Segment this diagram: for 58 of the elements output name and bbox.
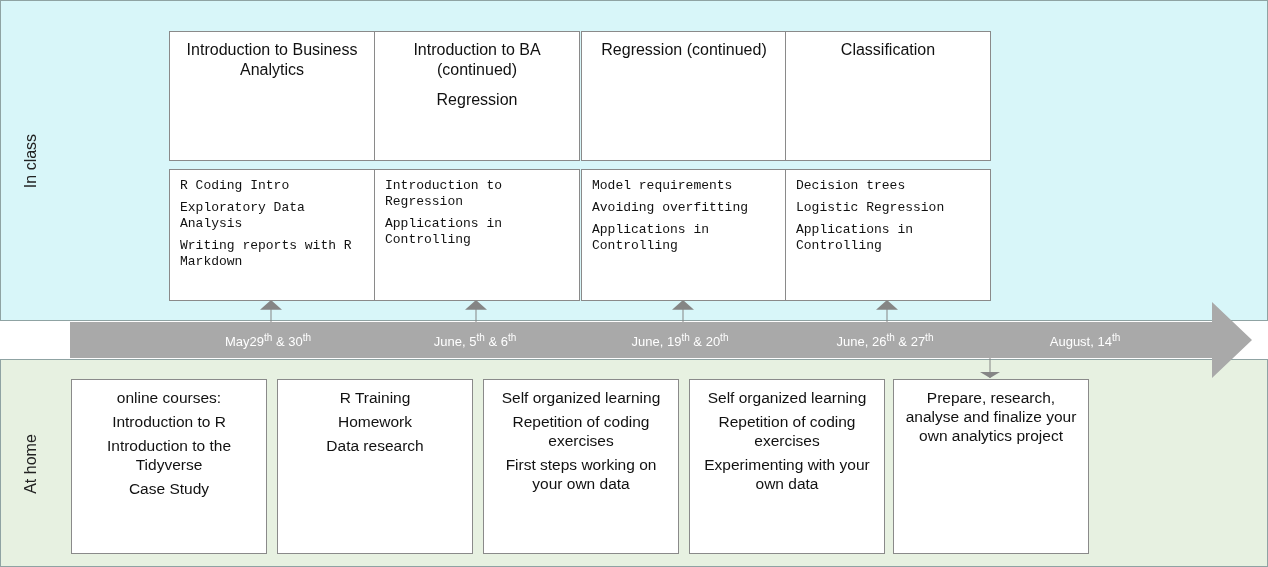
task-item: Prepare, research, analyse and finalize your own analytics project	[904, 388, 1078, 445]
session-title: Regression	[435, 90, 519, 110]
home-task-box	[689, 379, 885, 554]
date-label: August, 14$^{th}$	[1049, 332, 1121, 350]
home-task-box	[71, 379, 267, 554]
section-band	[0, 359, 1268, 567]
date-label: June, 26$^{th}$ & 27$^{th}$	[836, 332, 934, 350]
task-item: Data research	[325, 436, 425, 455]
section-band	[0, 0, 1268, 321]
task-item: Repetition of coding exercises	[511, 412, 651, 450]
task-item: Homework	[336, 412, 414, 431]
pointer-arrow	[672, 299, 694, 323]
home-task-box	[893, 379, 1089, 554]
topic-list-box	[374, 169, 580, 301]
pointer-arrow	[465, 299, 487, 323]
task-item: R Training	[338, 388, 412, 407]
date-label: May29$^{th}$ & 30$^{th}$	[224, 332, 312, 350]
session-title: Classification	[839, 40, 937, 60]
session-title-box	[169, 31, 375, 161]
topic-item: Writing reports with R Markdown	[180, 238, 353, 270]
topic-item: Logistic Regression	[796, 200, 946, 216]
topic-item: R Coding Intro	[180, 178, 291, 194]
topic-item: Applications in Controlling	[592, 222, 711, 254]
topic-item: Avoiding overfitting	[592, 200, 750, 216]
topic-item: Introduction to Regression	[385, 178, 504, 210]
task-item: Introduction to the Tidyverse	[105, 436, 233, 474]
timeline-arrow	[70, 302, 1252, 378]
task-item: online courses:	[115, 388, 223, 407]
topic-list-box	[581, 169, 787, 301]
band-label: At home	[21, 434, 40, 494]
task-item: Case Study	[127, 479, 211, 498]
home-task-box	[277, 379, 473, 554]
topic-list-box	[785, 169, 991, 301]
pointer-arrow	[980, 357, 1000, 379]
topic-list-box	[169, 169, 375, 301]
task-item: Introduction to R	[111, 412, 227, 431]
topic-item: Decision trees	[796, 178, 907, 194]
pointer-arrow	[876, 299, 898, 323]
session-title-box	[581, 31, 787, 161]
topic-item: Applications in Controlling	[385, 216, 504, 248]
pointer-arrow	[260, 299, 282, 323]
task-item: Experimenting with your own data	[703, 455, 871, 493]
topic-item: Exploratory Data Analysis	[180, 200, 306, 232]
task-item: Self organized learning	[500, 388, 662, 407]
home-task-box	[483, 379, 679, 554]
topic-item: Applications in Controlling	[796, 222, 915, 254]
session-title: Regression (continued)	[600, 40, 768, 60]
session-title: Introduction to BA (continued)	[412, 40, 542, 80]
date-label: June, 19$^{th}$ & 20$^{th}$	[631, 332, 729, 350]
task-item: Self organized learning	[706, 388, 868, 407]
band-label: In class	[22, 133, 41, 189]
session-title-box	[785, 31, 991, 161]
session-title-box	[374, 31, 580, 161]
topic-item: Model requirements	[592, 178, 734, 194]
task-item: Repetition of coding exercises	[717, 412, 857, 450]
session-title: Introduction to Business Analytics	[185, 40, 359, 80]
task-item: First steps working on your own data	[504, 455, 658, 493]
date-label: June, 5$^{th}$ & 6$^{th}$	[433, 332, 517, 350]
